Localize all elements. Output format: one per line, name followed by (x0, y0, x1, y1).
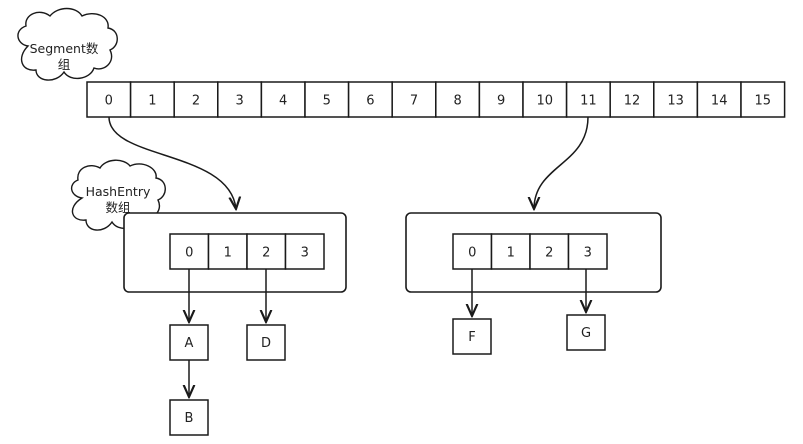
node-f-box (452, 318, 492, 355)
segment-cell-label-11: 11 (580, 94, 597, 109)
segment-cell-11 (565, 81, 611, 118)
segment-cloud-shape (17, 7, 118, 81)
segment-cell-label-10: 10 (537, 94, 554, 109)
segment-cell-label-14: 14 (711, 94, 728, 109)
segment-cell-label-5: 5 (323, 94, 331, 109)
segment0-to-hashentry-left-arrow (108, 116, 236, 209)
segment-cell-label-2: 2 (192, 94, 200, 109)
hashentry-left-array: 0 1 2 3 (169, 233, 325, 270)
segment-cell-label-8: 8 (453, 94, 461, 109)
node-f-label: F (468, 330, 475, 345)
segment-cell-15 (740, 81, 786, 118)
segment-cloud-label-line1: Segment数 (30, 41, 99, 56)
segment-cell-5 (304, 81, 350, 118)
hashentry-right-cell-0 (452, 233, 493, 270)
hashentry-right-cell-label-3: 3 (584, 246, 592, 261)
segment-array-cloud: Segment数 组 (17, 7, 118, 81)
node-d-label: D (261, 336, 271, 351)
segment-cell-3 (217, 81, 263, 118)
segment-cell-1 (129, 81, 175, 118)
hashentry-right-cell-label-1: 1 (507, 246, 515, 261)
segment-cell-label-15: 15 (755, 94, 772, 109)
segment-cell-6 (347, 81, 393, 118)
segment11-to-hashentry-right-arrow (534, 116, 589, 209)
segment-cell-label-7: 7 (410, 94, 418, 109)
segment-cell-label-1: 1 (148, 94, 156, 109)
hashentry-cloud-label-line1: HashEntry (86, 184, 151, 199)
node-d-box (246, 324, 286, 361)
segment-cell-label-13: 13 (667, 94, 684, 109)
node-a-box (169, 324, 209, 361)
segment-cell-label-4: 4 (279, 94, 287, 109)
hashentry-right-cell-label-0: 0 (468, 246, 476, 261)
node-b-box (169, 399, 209, 436)
segment-cell-2 (173, 81, 219, 118)
node-a-label: A (185, 336, 194, 351)
segment-cell-label-0: 0 (105, 94, 113, 109)
hashentry-left-cell-0 (169, 233, 210, 270)
segment-cell-4 (260, 81, 306, 118)
segment-cell-label-9: 9 (497, 94, 505, 109)
node-g-label: G (581, 326, 591, 341)
segment-cell-label-12: 12 (624, 94, 641, 109)
hashentry-left-cell-2 (246, 233, 287, 270)
hashentry-left-cell-label-2: 2 (262, 246, 270, 261)
node-b-label: B (185, 411, 194, 426)
node-g-box (566, 314, 606, 351)
segment-cell-label-3: 3 (235, 94, 243, 109)
hashentry-left-cell-3 (284, 233, 325, 270)
segment-cell-13 (653, 81, 699, 118)
hashentry-right-cell-1 (490, 233, 531, 270)
segment-cell-9 (478, 81, 524, 118)
segment-cell-label-6: 6 (366, 94, 374, 109)
hashentry-right-array: 0 1 2 3 (452, 233, 608, 270)
hashentry-right-cell-3 (567, 233, 608, 270)
hashentry-left-cell-label-1: 1 (224, 246, 232, 261)
segment-cloud-label-line2: 组 (58, 57, 71, 72)
hashentry-right-cell-label-2: 2 (545, 246, 553, 261)
segment-cell-14 (696, 81, 742, 118)
hashentry-cloud-label-line2: 数组 (105, 200, 130, 215)
hashentry-left-cell-label-3: 3 (301, 246, 309, 261)
hashentry-left-cell-label-0: 0 (185, 246, 193, 261)
